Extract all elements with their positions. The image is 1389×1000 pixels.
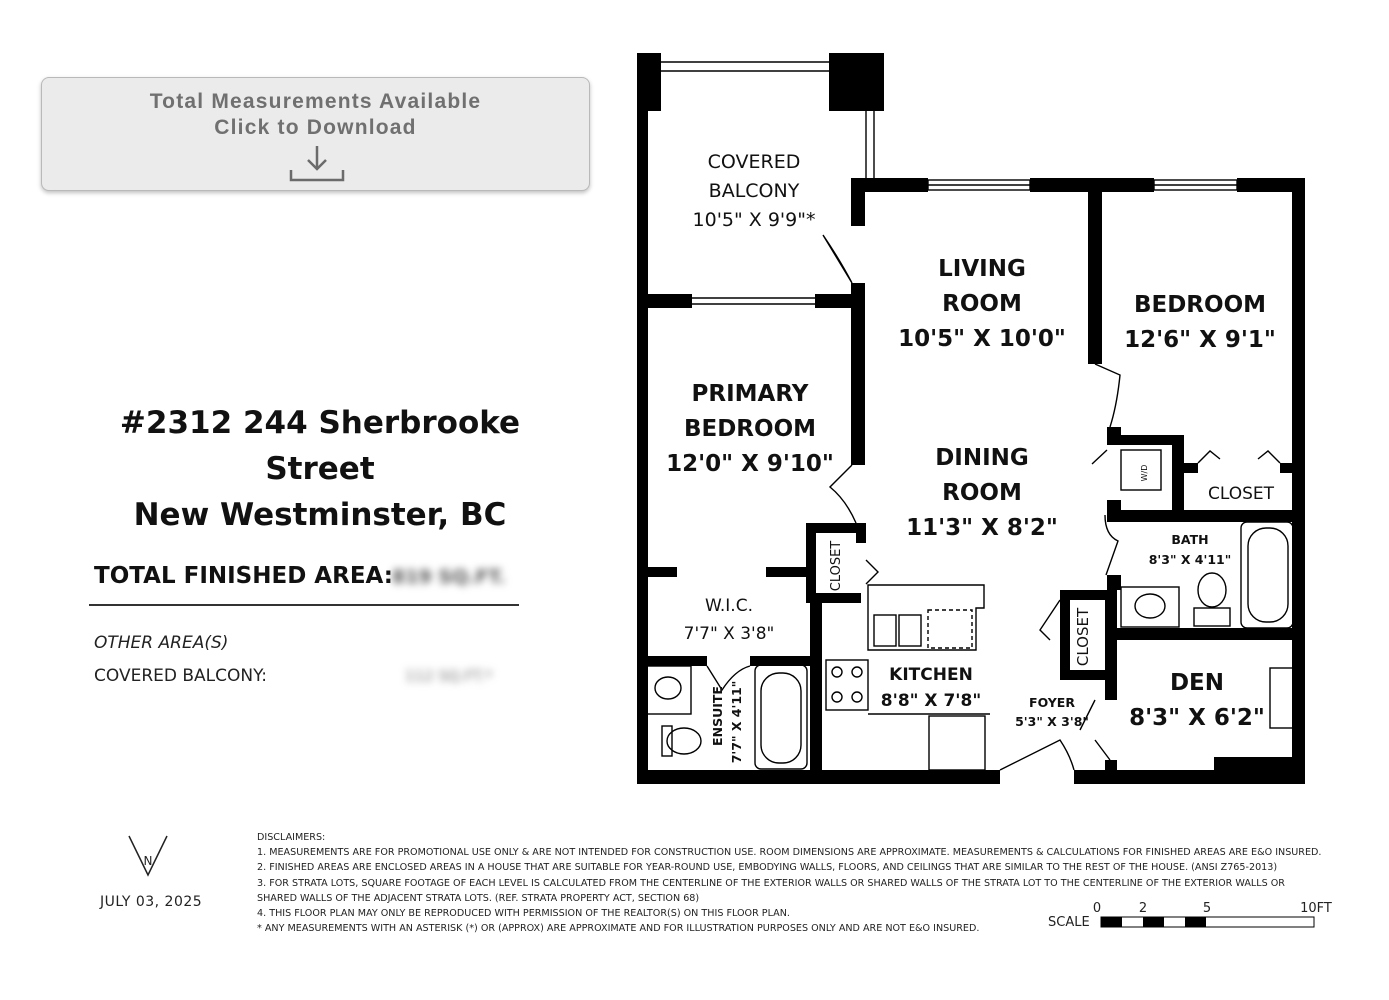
- scale-tick-0: 0: [1093, 901, 1101, 916]
- den-dims: 8'3" X 6'2": [1129, 705, 1265, 731]
- scale-bar: SCALE 0 2 5 10FT: [1048, 901, 1332, 930]
- address-line-1: #2312 244 Sherbrooke Street: [119, 405, 521, 487]
- living-room-dims: 10'5" X 10'0": [898, 326, 1066, 352]
- foyer-label: FOYER: [1029, 695, 1075, 710]
- walls: [637, 53, 1305, 784]
- total-finished-area-label: TOTAL FINISHED AREA:: [94, 563, 393, 589]
- download-line-1: Total Measurements Available: [149, 90, 482, 113]
- ensuite-dims: 7'7" X 4'11": [729, 681, 744, 764]
- fixtures: [646, 61, 1294, 771]
- den-label: DEN: [1170, 670, 1224, 696]
- bath-dims: 8'3" X 4'11": [1149, 552, 1232, 567]
- other-areas-label: OTHER AREA(S): [94, 633, 229, 653]
- total-finished-area-value: 819 SQ.FT.: [392, 566, 506, 588]
- covered-balcony-line1: COVERED: [708, 151, 801, 173]
- primary-closet-label: CLOSET: [829, 541, 844, 592]
- disclaimer-line: 1. MEASUREMENTS ARE FOR PROMOTIONAL USE …: [257, 847, 1322, 859]
- living-room-line1: LIVING: [938, 256, 1026, 282]
- covered-balcony-area-value: 112 SQ.FT.*: [405, 667, 493, 685]
- disclaimer-line: SHARED WALLS OF THE ADJACENT STRATA LOTS…: [257, 892, 700, 904]
- disclaimer-line: 2. FINISHED AREAS ARE ENCLOSED AREAS IN …: [257, 862, 1278, 874]
- dining-room-dims: 11'3" X 8'2": [906, 515, 1058, 541]
- bedroom-closet-label: CLOSET: [1208, 484, 1275, 504]
- bedroom-label: BEDROOM: [1134, 292, 1266, 318]
- washer-dryer-label: W/D: [1140, 465, 1149, 482]
- scale-tick-10: 10FT: [1300, 901, 1332, 916]
- living-room-line2: ROOM: [942, 291, 1022, 317]
- plan-date: JULY 03, 2025: [100, 894, 203, 910]
- covered-balcony-area-label: COVERED BALCONY:: [94, 666, 267, 686]
- covered-balcony-line2: BALCONY: [709, 180, 800, 202]
- covered-balcony-dims: 10'5" X 9'9"*: [693, 209, 816, 231]
- disclaimers-heading: DISCLAIMERS:: [257, 832, 326, 843]
- disclaimer-line: * ANY MEASUREMENTS WITH AN ASTERISK (*) …: [257, 923, 980, 935]
- foyer-closet-label: CLOSET: [1074, 607, 1092, 666]
- property-address: #2312 244 Sherbrooke Street New Westmins…: [60, 400, 580, 538]
- bath-label: BATH: [1171, 532, 1208, 547]
- summary-divider: [89, 604, 519, 606]
- download-measurements-button[interactable]: Total Measurements Available Click to Do…: [41, 77, 590, 191]
- scale-label: SCALE: [1048, 915, 1090, 930]
- bedroom-dims: 12'6" X 9'1": [1124, 327, 1276, 353]
- scale-tick-5: 5: [1203, 901, 1211, 916]
- kitchen-label: KITCHEN: [889, 665, 973, 685]
- address-line-2: New Westminster, BC: [133, 497, 507, 533]
- dining-room-line1: DINING: [935, 445, 1029, 471]
- north-letter: N: [144, 854, 153, 868]
- dining-room-line2: ROOM: [942, 480, 1022, 506]
- foyer-dims: 5'3" X 3'8": [1015, 714, 1089, 729]
- north-arrow-icon: N: [128, 835, 168, 877]
- ensuite-label: ENSUITE: [710, 686, 725, 746]
- primary-bedroom-line1: PRIMARY: [692, 381, 809, 407]
- wic-label: W.I.C.: [705, 596, 753, 616]
- disclaimer-line: 4. THIS FLOOR PLAN MAY ONLY BE REPRODUCE…: [257, 908, 790, 920]
- primary-bedroom-line2: BEDROOM: [684, 416, 816, 442]
- download-line-2: Click to Download: [214, 116, 417, 139]
- scale-tick-2: 2: [1139, 901, 1147, 916]
- primary-bedroom-dims: 12'0" X 9'10": [666, 451, 834, 477]
- disclaimer-line: 3. FOR STRATA LOTS, SQUARE FOOTAGE OF EA…: [257, 877, 1285, 889]
- wic-dims: 7'7" X 3'8": [684, 624, 775, 644]
- download-icon: [289, 146, 345, 182]
- disclaimers: DISCLAIMERS: 1. MEASUREMENTS ARE FOR PRO…: [257, 830, 1357, 936]
- kitchen-dims: 8'8" X 7'8": [881, 691, 981, 711]
